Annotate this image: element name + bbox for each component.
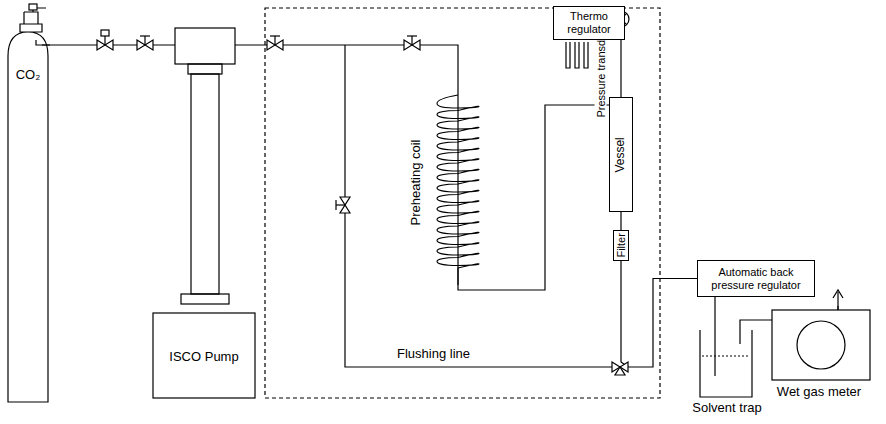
preheating-coil (437, 95, 479, 285)
node-label: Solvent trap (688, 401, 766, 416)
pipe-line (714, 297, 715, 330)
three-way-valve (612, 362, 628, 375)
node-label: Thermo regulator (558, 10, 620, 35)
controller-box: Thermo regulator (553, 6, 625, 40)
valve (336, 197, 350, 213)
vessel-box: Vessel (609, 97, 633, 212)
syringe-pump-outline (153, 26, 255, 398)
node-label: ISCO Pump (153, 350, 255, 365)
regulator-box: Automatic back pressure regulator (697, 260, 815, 297)
syringe-pump: ISCO Pump (153, 26, 255, 398)
node-label: Automatic back pressure regulator (702, 266, 810, 291)
gas-cylinder: CO₂ (6, 10, 50, 402)
thermostat-enclosure (265, 8, 660, 398)
pipe-line (255, 45, 609, 290)
pipe-line (621, 261, 697, 367)
thermo-probe (566, 42, 588, 68)
exhaust-arrow (837, 292, 838, 310)
pressure-regulator (97, 30, 113, 50)
flushing-pipe (345, 45, 612, 367)
filter-box: Filter (613, 230, 629, 261)
node-label: CO₂ (6, 68, 50, 83)
coil-winding (437, 95, 479, 285)
pipe-line (740, 320, 772, 330)
node-label: Wet gas meter (762, 385, 876, 400)
coil-label: Preheating coil (408, 137, 423, 227)
solvent-trap: Solvent trap (688, 330, 766, 418)
node-label: Vessel (614, 137, 628, 172)
pipe-line (620, 212, 621, 230)
exhaust-arrow (833, 290, 843, 298)
node-label: Filter (615, 233, 628, 257)
line-label: Flushing line (395, 346, 472, 361)
gas-meter: Wet gas meter (762, 308, 876, 406)
